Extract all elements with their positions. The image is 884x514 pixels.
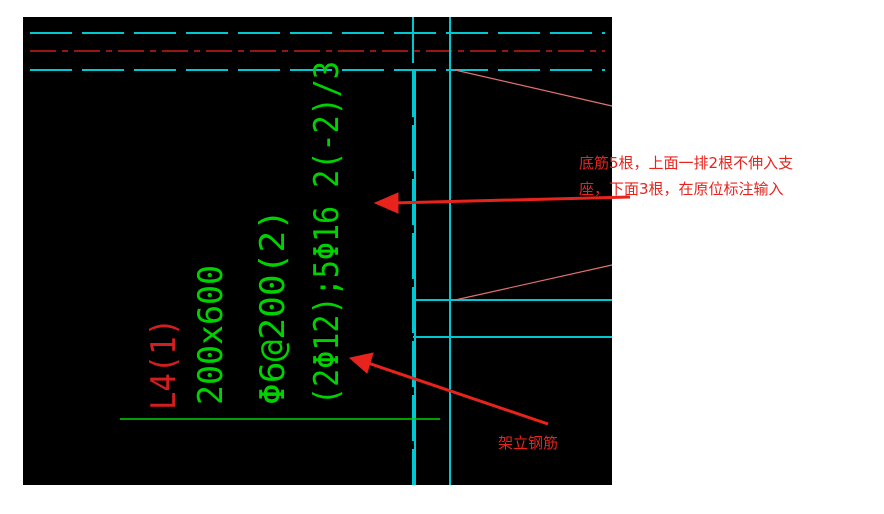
drawing-background [23, 17, 612, 485]
callout-arrows [348, 192, 631, 426]
arrow-to-rebar-text [391, 195, 631, 205]
beam-section-text: 200x600 [191, 265, 231, 405]
erection-bar-callout: 架立钢筋 [498, 434, 559, 452]
bottom-rebar-callout-line1: 底筋5根，上面一排2根不伸入支 [579, 154, 794, 172]
beam-name-text: L4(1) [144, 318, 184, 410]
bottom-rebar-callout-line2: 座，下面3根，在原位标注输入 [579, 180, 784, 198]
arrow-to-erection-bar [364, 360, 549, 426]
axis-lines-vertical [412, 17, 612, 485]
beam-annotation: L4(1) 200x600 Φ6@200(2) (2Φ12);5Φ16 2(-2… [144, 61, 347, 410]
arrow-head-rebar [373, 192, 399, 214]
thin-diagonal-lines [454, 69, 613, 301]
axis-lines-horizontal [30, 32, 605, 71]
beam-rebar-text: (2Φ12);5Φ16 2(-2)/3 [307, 61, 347, 405]
arrow-head-erection [348, 352, 374, 374]
beam-stirrup-text: Φ6@200(2) [253, 209, 293, 405]
bottom-rebar-callout: 底筋5根，上面一排2根不伸入支 座，下面3根，在原位标注输入 [579, 150, 879, 202]
